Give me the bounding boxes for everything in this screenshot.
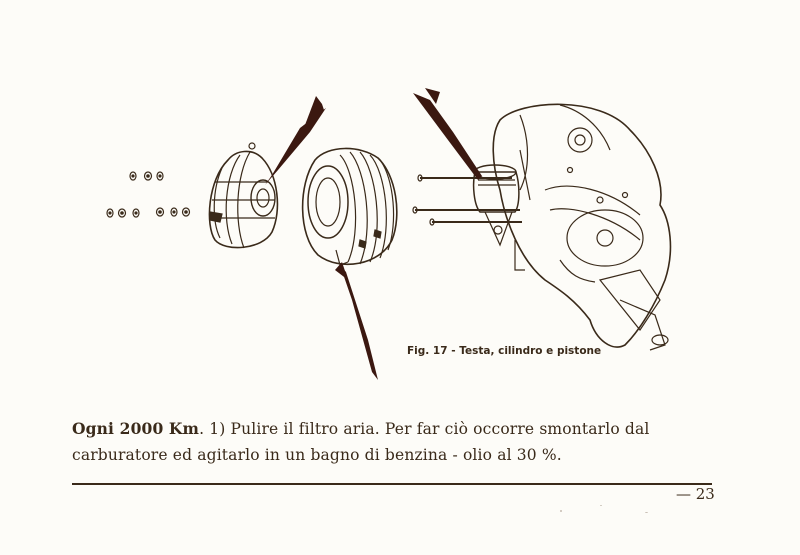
pointer-arrows bbox=[265, 88, 482, 380]
piston-and-studs bbox=[412, 164, 522, 247]
cylinder-head bbox=[208, 142, 279, 249]
paper-speck bbox=[645, 512, 648, 513]
paragraph-line-1-text: . 1) Pulire il filtro aria. Per far ciò … bbox=[199, 420, 650, 438]
mileage-heading: Ogni 2000 Km bbox=[72, 419, 200, 438]
paragraph-line-2: carburatore ed agitarlo in un bagno di b… bbox=[72, 446, 562, 464]
page-number: — 23 bbox=[676, 485, 715, 503]
arrow-to-barrel-icon bbox=[340, 265, 378, 380]
maintenance-paragraph: Ogni 2000 Km. 1) Pulire il filtro aria. … bbox=[72, 416, 722, 468]
figure-caption: Fig. 17 - Testa, cilindro e pistone bbox=[407, 345, 602, 357]
arrow-to-head-icon bbox=[265, 108, 326, 185]
footer-rule bbox=[72, 483, 712, 485]
paper-speck bbox=[600, 505, 602, 506]
paragraph-line-1: Ogni 2000 Km. 1) Pulire il filtro aria. … bbox=[72, 416, 722, 442]
arrow-to-piston-icon bbox=[413, 93, 482, 180]
nuts-and-washers bbox=[106, 171, 191, 218]
engine-crankcase bbox=[492, 103, 672, 351]
paper-speck bbox=[560, 510, 562, 512]
cylinder-barrel bbox=[301, 147, 398, 266]
exploded-engine-illustration bbox=[106, 88, 672, 380]
